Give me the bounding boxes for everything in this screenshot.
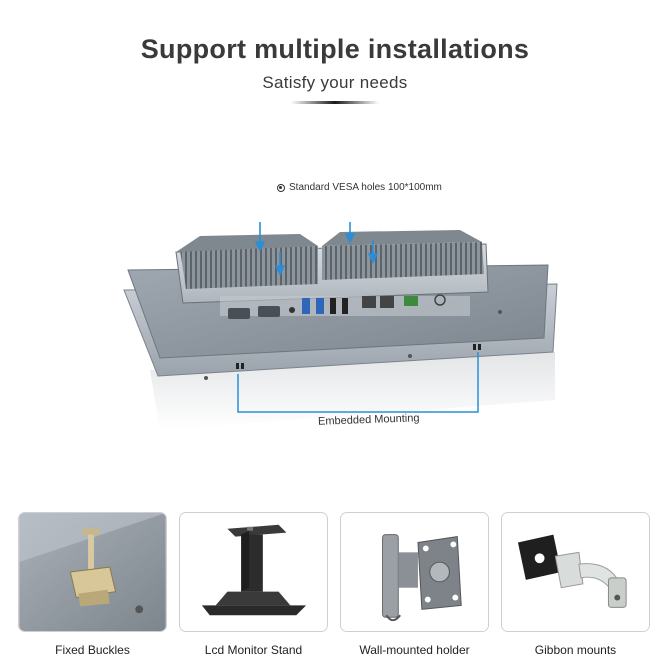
stand-icon <box>180 513 327 631</box>
vesa-label-text: Standard VESA holes 100*100mm <box>289 182 442 193</box>
buckle-icon <box>19 513 166 631</box>
bullet-icon <box>277 183 285 192</box>
option-gibbon-mount <box>501 512 650 632</box>
wall-mount-icon <box>341 513 488 631</box>
option-monitor-stand <box>179 512 328 632</box>
page-subtitle: Satisfy your needs <box>262 73 408 92</box>
vesa-label: Standard VESA holes 100*100mm <box>277 182 442 193</box>
arm-mount-icon <box>502 513 649 631</box>
caption-fixed-buckles: Fixed Buckles <box>55 643 130 657</box>
option-fixed-buckles <box>18 512 167 632</box>
caption-gibbon-mount: Gibbon mounts <box>534 643 617 657</box>
panel-pc-illustration <box>123 222 558 430</box>
caption-monitor-stand: Lcd Monitor Stand <box>204 643 303 657</box>
title-underline <box>291 101 379 104</box>
caption-wall-mount: Wall-mounted holder <box>359 643 470 657</box>
page-title: Support multiple installations <box>140 34 530 64</box>
option-wall-mount <box>340 512 489 632</box>
installation-options <box>18 512 652 632</box>
